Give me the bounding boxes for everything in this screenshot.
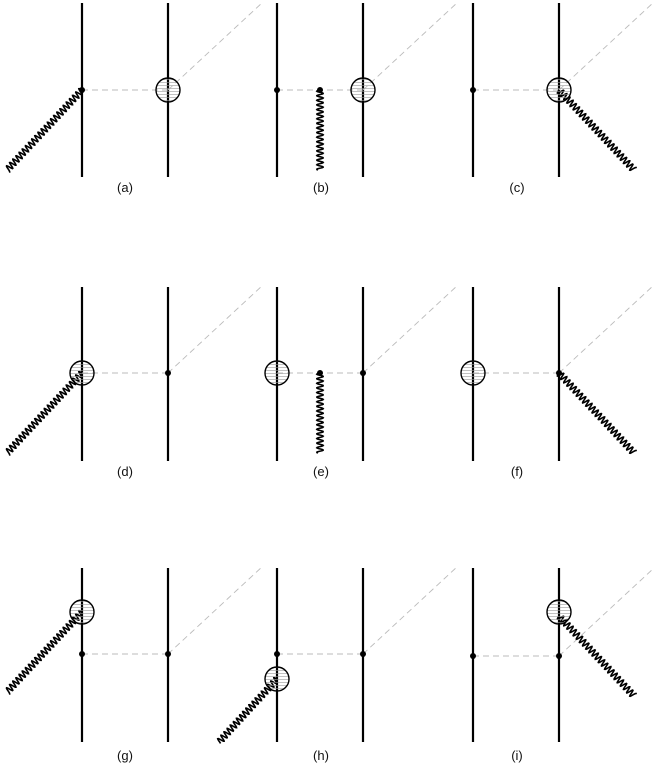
vertex-dot (165, 651, 171, 657)
panel-label-b: (b) (313, 180, 329, 195)
diagram-panel-d (5, 284, 264, 461)
vertex-dot (470, 653, 476, 659)
vertex-dot (556, 370, 562, 376)
hatched-blob (264, 666, 290, 692)
hatched-blob (350, 77, 376, 103)
hatched-blob (69, 360, 95, 386)
wavy-line (216, 676, 278, 744)
vertex-dot (79, 651, 85, 657)
panel-label-c: (c) (509, 180, 524, 195)
diagram-panel-b (274, 1, 459, 177)
diagram-panel-h (216, 565, 459, 744)
panel-label-e: (e) (313, 464, 329, 479)
hatched-blob (69, 599, 95, 625)
vertex-dot (274, 651, 280, 657)
diagram-panel-f (460, 286, 652, 461)
panel-label-f: (f) (511, 464, 523, 479)
vertex-dot (360, 651, 366, 657)
hatched-blob (264, 360, 290, 386)
dashed-line (167, 284, 264, 374)
diagram-panel-a (5, 1, 264, 177)
vertex-dot (274, 87, 280, 93)
wavy-line (315, 89, 325, 171)
wavy-line (315, 372, 325, 454)
wavy-line (5, 370, 83, 456)
dashed-line (167, 1, 264, 91)
diagram-panel-e (264, 284, 459, 461)
wavy-line (5, 609, 83, 695)
hatched-blob (155, 77, 181, 103)
dashed-line (362, 284, 459, 374)
dashed-line (362, 565, 459, 655)
vertex-dot (165, 370, 171, 376)
dashed-line (167, 565, 264, 655)
diagram-panel-i (470, 568, 652, 742)
hatched-blob (546, 599, 572, 625)
diagram-panel-g (5, 565, 264, 742)
vertex-dot (556, 653, 562, 659)
diagram-panel-c (470, 3, 652, 177)
panel-label-i: (i) (511, 748, 523, 763)
wavy-line (556, 615, 637, 698)
wavy-line (5, 87, 83, 173)
panel-label-d: (d) (117, 464, 133, 479)
hatched-blob (460, 360, 486, 386)
dashed-line (558, 3, 652, 91)
hatched-blob (546, 77, 572, 103)
dashed-line (558, 569, 652, 657)
dashed-line (558, 286, 652, 374)
dashed-line (362, 1, 459, 91)
panel-label-a: (a) (117, 180, 133, 195)
panel-label-h: (h) (313, 748, 329, 763)
panel-label-g: (g) (117, 748, 133, 763)
vertex-dot (317, 87, 323, 93)
vertex-dot (317, 370, 323, 376)
vertex-dot (79, 87, 85, 93)
wavy-line (556, 89, 637, 172)
vertex-dot (470, 87, 476, 93)
vertex-dot (360, 370, 366, 376)
wavy-line (556, 372, 637, 455)
